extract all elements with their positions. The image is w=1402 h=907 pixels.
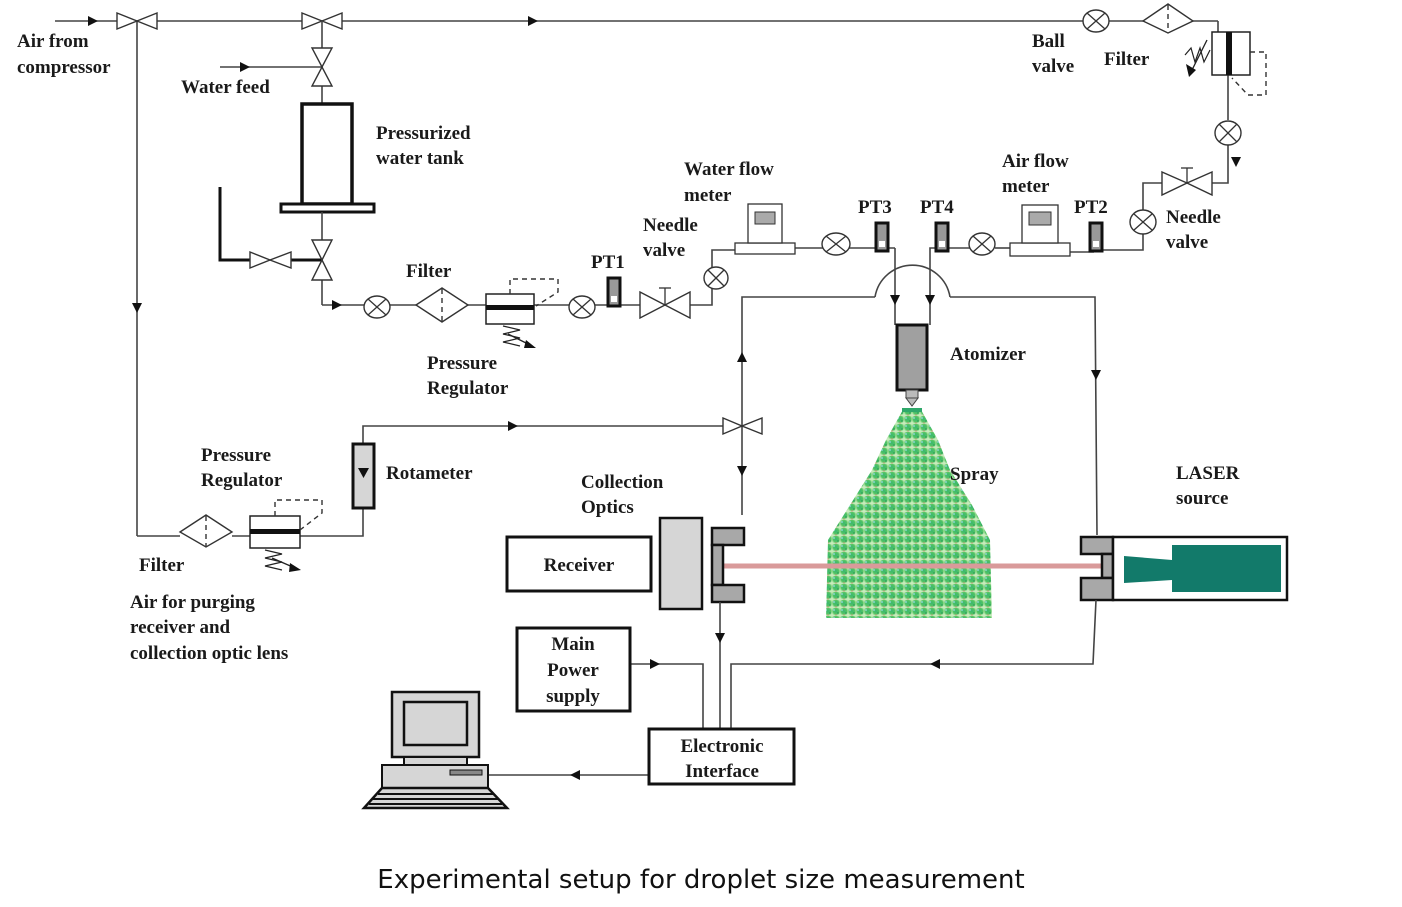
label-pressurized-water-tank-2: water tank bbox=[376, 148, 464, 169]
air-flow-meter-icon[interactable] bbox=[1009, 204, 1071, 257]
gate-valve-drain-icon[interactable] bbox=[249, 250, 292, 270]
ball-valve-air-4-icon[interactable] bbox=[968, 232, 996, 256]
pressure-transducer-pt2-icon[interactable] bbox=[1088, 221, 1104, 253]
signal-lines bbox=[488, 599, 1097, 780]
label-filter-top: Filter bbox=[1104, 49, 1150, 70]
water-flow-meter-icon[interactable] bbox=[734, 203, 796, 255]
gate-valve-purge-icon[interactable] bbox=[722, 416, 763, 436]
main-air-line bbox=[55, 16, 1218, 536]
label-laser-source-1: LASER bbox=[1176, 463, 1240, 484]
ball-valve-air-vertical-icon[interactable] bbox=[1214, 120, 1242, 146]
label-water-feed: Water feed bbox=[181, 77, 270, 98]
label-collection-optics-1: Collection bbox=[581, 472, 664, 493]
label-ball-valve-2: valve bbox=[1032, 56, 1074, 77]
main-power-supply-box[interactable] bbox=[515, 626, 632, 713]
collection-optics[interactable] bbox=[658, 516, 746, 611]
computer-icon[interactable] bbox=[361, 690, 510, 810]
pressure-regulator-purge-icon[interactable] bbox=[249, 499, 323, 572]
figure-caption: Experimental setup for droplet size meas… bbox=[377, 865, 1024, 895]
gate-valve-tank-branch-icon[interactable] bbox=[301, 11, 343, 31]
filter-water-icon[interactable] bbox=[414, 287, 470, 323]
label-needle-valve-air-1: Needle bbox=[1166, 207, 1221, 228]
label-ball-valve-1: Ball bbox=[1032, 31, 1065, 52]
laser-source[interactable] bbox=[1079, 535, 1289, 602]
label-air-from-compressor-2: compressor bbox=[17, 57, 111, 78]
pressure-transducer-pt1-icon[interactable] bbox=[606, 276, 622, 308]
label-atomizer: Atomizer bbox=[950, 344, 1027, 365]
label-pt1: PT1 bbox=[591, 252, 625, 273]
label-water-flow-meter-2: meter bbox=[684, 185, 732, 206]
label-water-flow-meter-1: Water flow bbox=[684, 159, 774, 180]
pressure-regulator-air-icon[interactable] bbox=[1184, 31, 1267, 96]
label-rotameter: Rotameter bbox=[386, 463, 473, 484]
pressure-regulator-water-icon[interactable] bbox=[485, 278, 559, 348]
purge-air-loop bbox=[737, 264, 1101, 536]
label-main-power-supply-1: Main bbox=[551, 634, 595, 655]
label-pressure-regulator-purge-2: Regulator bbox=[201, 470, 283, 491]
rotameter-icon[interactable] bbox=[351, 442, 376, 510]
label-needle-valve-air-2: valve bbox=[1166, 232, 1208, 253]
ball-valve-water-2-icon[interactable] bbox=[568, 295, 596, 319]
label-needle-valve-water-2: valve bbox=[643, 240, 685, 261]
label-pt3: PT3 bbox=[858, 197, 892, 218]
label-collection-optics-2: Optics bbox=[581, 497, 634, 518]
label-purge-note-1: Air for purging bbox=[130, 592, 255, 613]
label-pt2: PT2 bbox=[1074, 197, 1108, 218]
filter-air-icon[interactable] bbox=[1141, 3, 1195, 34]
pressure-transducer-pt3-icon[interactable] bbox=[874, 221, 890, 253]
ball-valve-water-1-icon[interactable] bbox=[363, 295, 391, 319]
purge-air-line bbox=[137, 421, 723, 537]
label-receiver: Receiver bbox=[544, 555, 615, 576]
electronic-interface-box[interactable] bbox=[647, 727, 796, 786]
label-main-power-supply-2: Power bbox=[547, 660, 599, 681]
air-line-right bbox=[925, 21, 1241, 325]
label-pt4: PT4 bbox=[920, 197, 954, 218]
label-needle-valve-water-1: Needle bbox=[643, 215, 698, 236]
label-air-from-compressor-1: Air from bbox=[17, 31, 89, 52]
atomizer[interactable] bbox=[895, 323, 929, 407]
label-electronic-interface-2: Interface bbox=[685, 761, 759, 782]
label-pressure-regulator-purge-1: Pressure bbox=[201, 445, 271, 466]
pressure-transducer-pt4-icon[interactable] bbox=[934, 221, 950, 253]
label-pressure-regulator-water-1: Pressure bbox=[427, 353, 497, 374]
spray-cone bbox=[826, 408, 992, 618]
label-filter-purge: Filter bbox=[139, 555, 185, 576]
label-purge-note-2: receiver and bbox=[130, 617, 231, 638]
ball-valve-water-3-icon[interactable] bbox=[703, 266, 729, 290]
label-purge-note-3: collection optic lens bbox=[130, 643, 288, 664]
label-filter-water: Filter bbox=[406, 261, 452, 282]
receiver-box[interactable] bbox=[505, 535, 653, 593]
gate-valve-inlet-icon[interactable] bbox=[116, 11, 158, 31]
ball-valve-air-top-icon[interactable] bbox=[1082, 9, 1110, 33]
label-air-flow-meter-2: meter bbox=[1002, 176, 1050, 197]
label-air-flow-meter-1: Air flow bbox=[1002, 151, 1069, 172]
label-pressure-regulator-water-2: Regulator bbox=[427, 378, 509, 399]
needle-valve-water-icon[interactable] bbox=[639, 287, 691, 320]
gate-valve-tank-outlet-icon[interactable] bbox=[310, 239, 334, 281]
ball-valve-water-4-icon[interactable] bbox=[821, 232, 851, 256]
label-pressurized-water-tank-1: Pressurized bbox=[376, 123, 471, 144]
pressurized-water-tank[interactable] bbox=[279, 102, 376, 214]
label-electronic-interface-1: Electronic bbox=[680, 736, 763, 757]
label-main-power-supply-3: supply bbox=[546, 686, 600, 707]
label-spray: Spray bbox=[950, 464, 999, 485]
label-laser-source-2: source bbox=[1176, 488, 1228, 509]
ball-valve-air-needle-icon[interactable] bbox=[1129, 209, 1157, 235]
filter-purge-icon[interactable] bbox=[178, 514, 234, 548]
gate-valve-water-feed-icon[interactable] bbox=[310, 47, 334, 87]
needle-valve-air-icon[interactable] bbox=[1161, 167, 1213, 197]
